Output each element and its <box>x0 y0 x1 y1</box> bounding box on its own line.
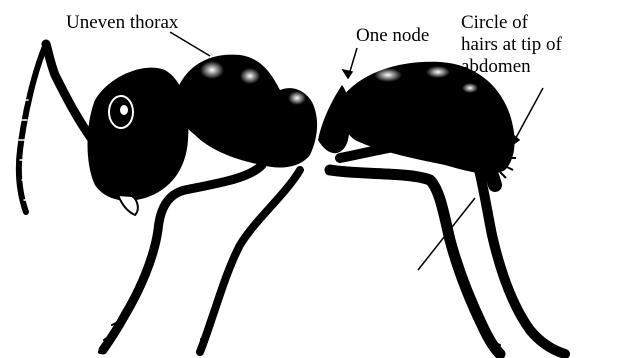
label-circle-of-hairs: Circle of hairs at tip of abdomen <box>461 12 562 78</box>
label-hairs-line3: abdomen <box>461 56 562 78</box>
hairs-pointer <box>512 88 543 145</box>
ant-abdomen <box>338 62 516 178</box>
label-uneven-thorax: Uneven thorax <box>66 12 178 34</box>
label-hairs-line2: hairs at tip of <box>461 34 562 56</box>
antenna <box>19 44 100 212</box>
label-one-node: One node <box>356 25 429 47</box>
thorax-pointer <box>170 32 210 56</box>
ant-thorax <box>175 55 317 168</box>
node-arrowhead <box>343 70 352 78</box>
label-hairs-line1: Circle of <box>461 12 562 34</box>
hairs-arrowhead <box>512 135 519 145</box>
